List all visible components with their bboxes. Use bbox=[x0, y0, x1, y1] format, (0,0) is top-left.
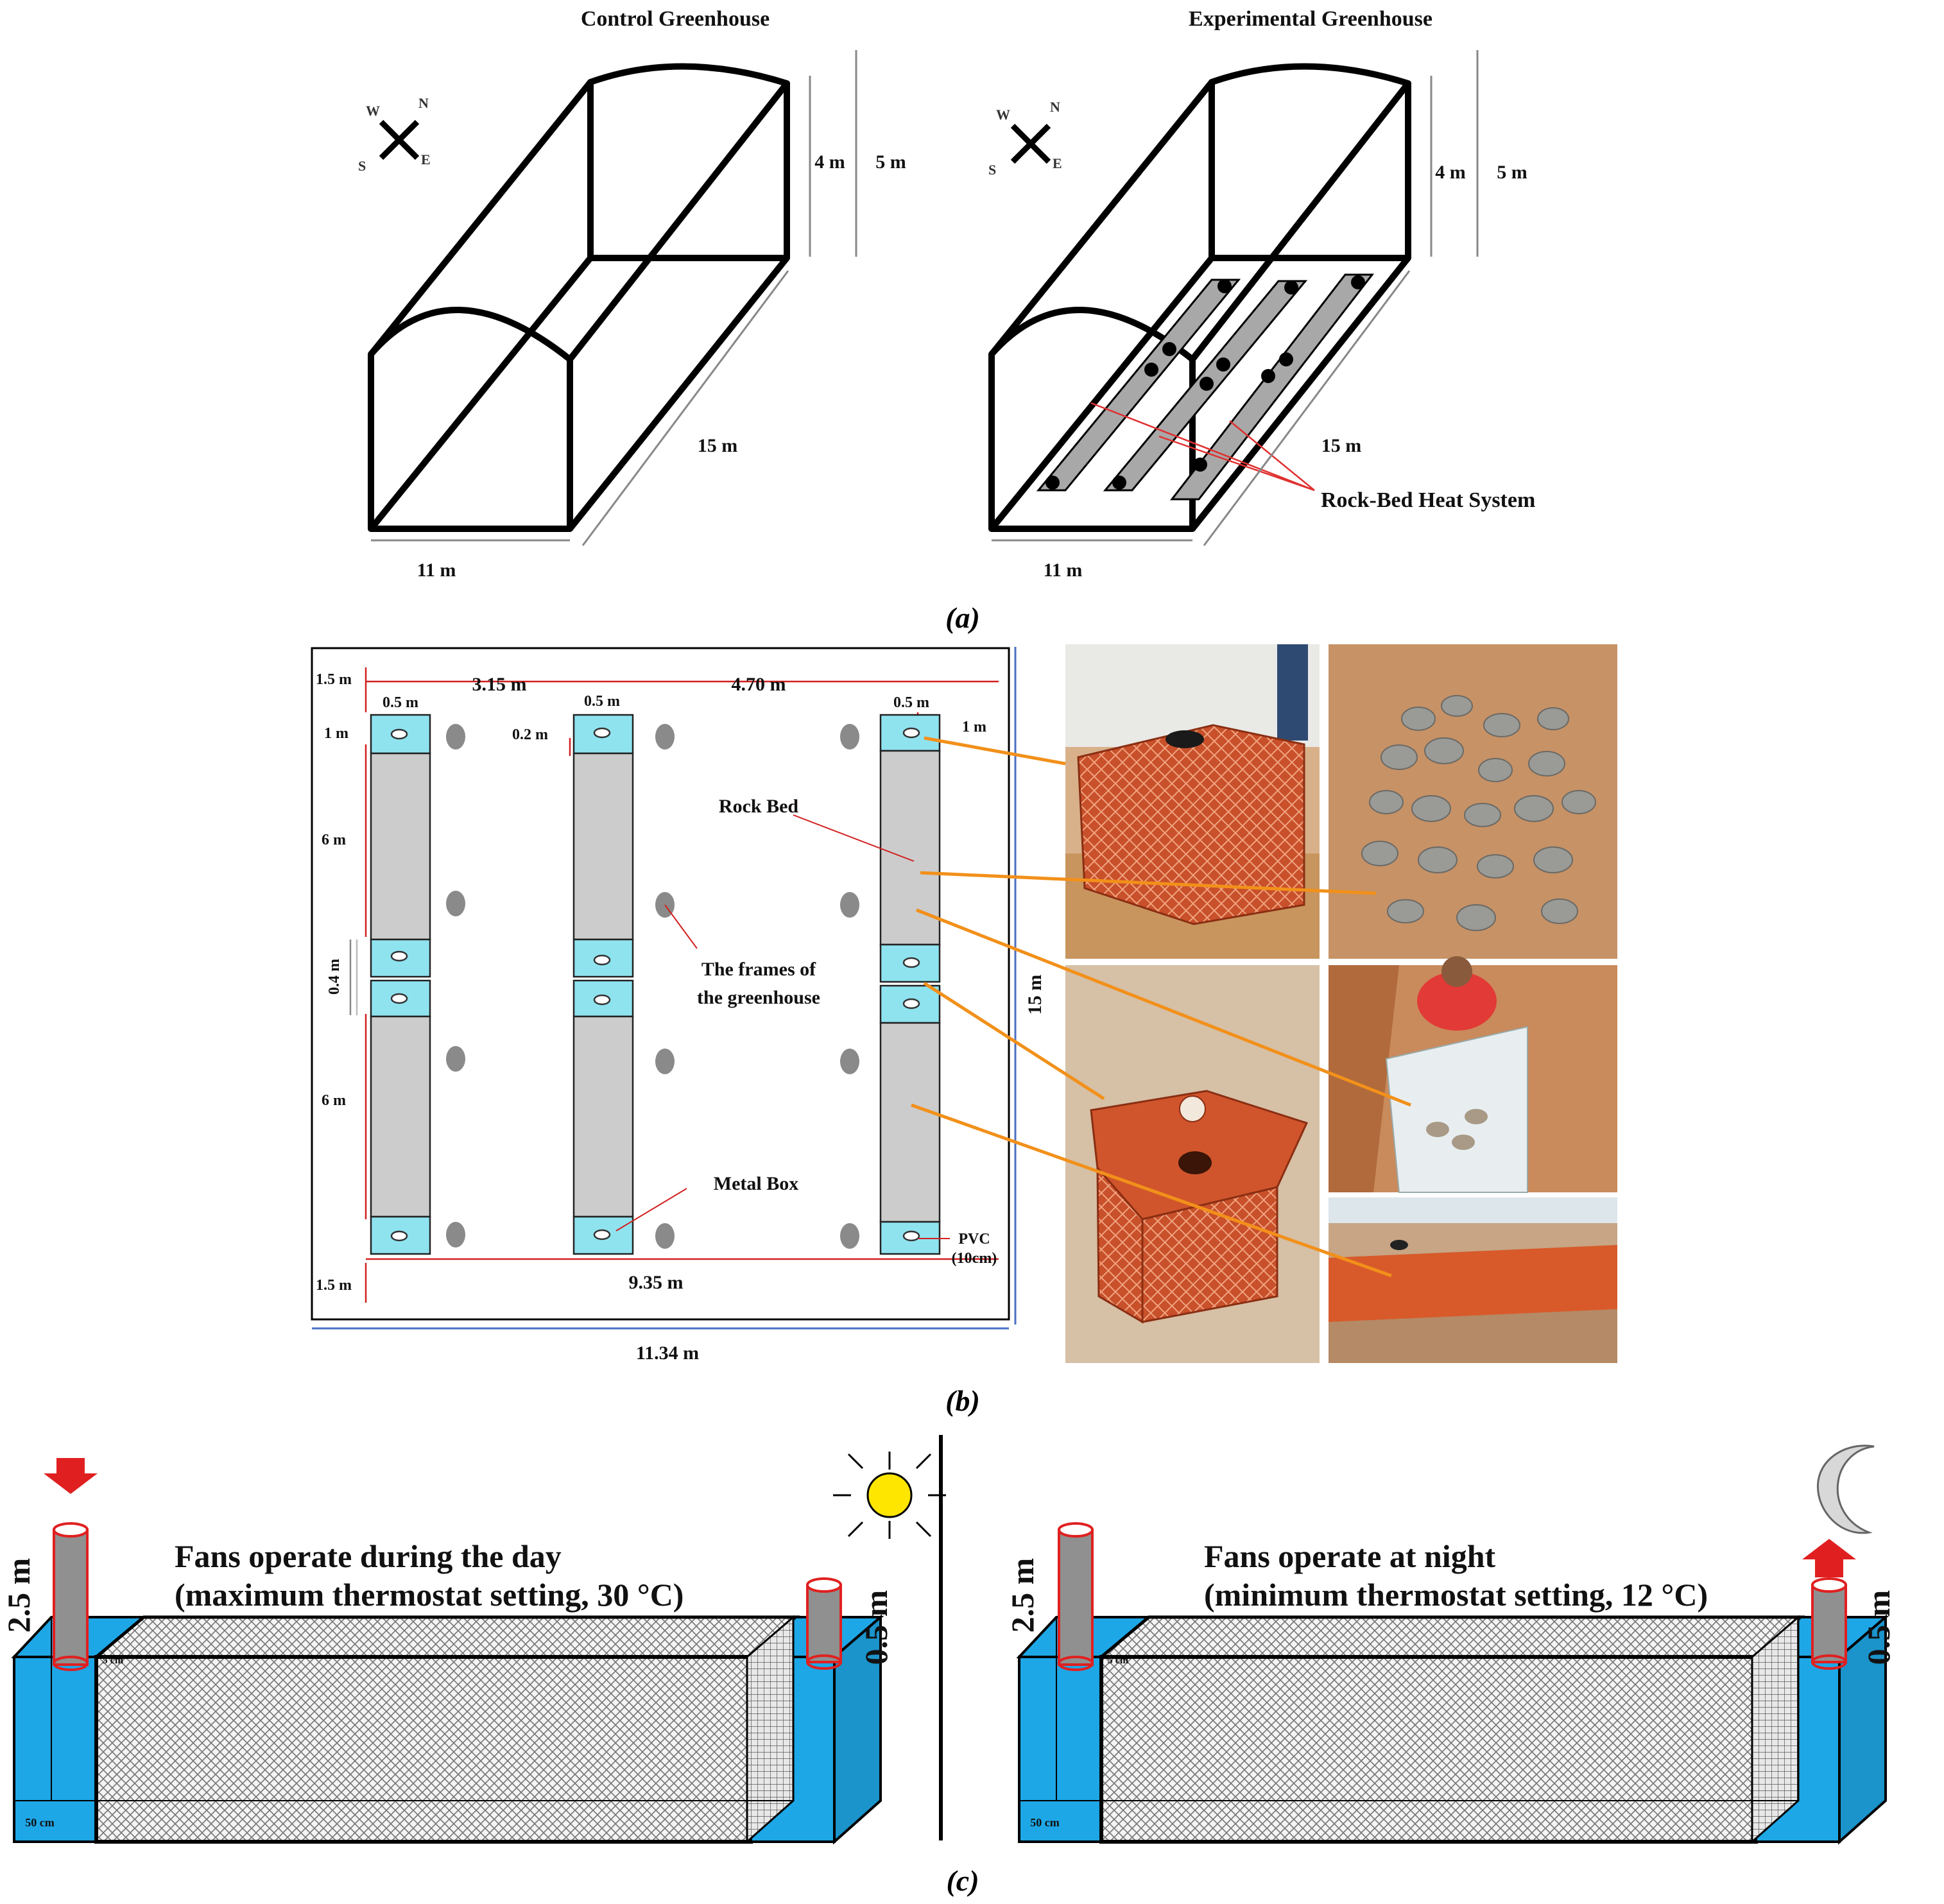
control-floor-left bbox=[368, 255, 593, 531]
photo-pvc-pipe bbox=[1329, 1197, 1617, 1363]
airflow-down-arrow-icon bbox=[44, 1458, 98, 1494]
exp-length: 15 m bbox=[1321, 435, 1362, 456]
compass-e: E bbox=[421, 151, 431, 167]
panel-b: 1.5 m 1.5 m 3.15 m 4.70 m 0.5 m 0.5 m 0.… bbox=[311, 644, 1617, 1417]
dim-bed-width-1: 0.5 m bbox=[383, 694, 418, 711]
caption-c: (c) bbox=[946, 1864, 979, 1897]
dim-gap: 0.4 m bbox=[326, 959, 343, 995]
dim-box-length-left: 1 m bbox=[324, 725, 348, 742]
dim-segment-bottom: 6 m bbox=[322, 1092, 346, 1109]
compass-exp-e: E bbox=[1053, 155, 1062, 171]
moon-icon bbox=[1816, 1445, 1875, 1534]
dim-box-length-right: 1 m bbox=[962, 719, 986, 735]
dim-top-margin: 1.5 m bbox=[316, 671, 352, 688]
dim-spacing-right: 4.70 m bbox=[732, 674, 786, 695]
compass-exp-s: S bbox=[988, 162, 996, 178]
compass-control: W N S E bbox=[358, 95, 431, 174]
photo-rocks bbox=[1329, 644, 1617, 959]
night-gap: 5 cm bbox=[1108, 1655, 1129, 1666]
airflow-up-arrow-icon bbox=[1802, 1539, 1856, 1577]
night-box-width: 50 cm bbox=[1030, 1816, 1059, 1829]
day-line1: Fans operate during the day bbox=[175, 1538, 562, 1574]
rock-bed-strip-1 bbox=[1036, 279, 1241, 492]
compass-exp-w: W bbox=[996, 107, 1010, 123]
exp-width: 11 m bbox=[1044, 560, 1083, 581]
day-short-pipe: 0.5 m bbox=[858, 1590, 894, 1665]
dim-total-length: 15 m bbox=[1024, 975, 1045, 1015]
dim-bed-width-2: 0.5 m bbox=[584, 693, 620, 710]
day-module: Fans operate during the day (maximum the… bbox=[1, 1452, 946, 1845]
dim-spacing-left: 3.15 m bbox=[472, 674, 527, 695]
control-ridge-right bbox=[567, 81, 789, 362]
panel-a: Control Greenhouse 4 m 5 m 15 m 11 m W N… bbox=[358, 7, 1535, 634]
caption-b: (b) bbox=[945, 1384, 980, 1417]
control-title: Control Greenhouse bbox=[581, 7, 770, 31]
photo-metal-box-closed bbox=[1065, 965, 1320, 1363]
compass-n: N bbox=[418, 95, 429, 111]
label-frames-line1: The frames of bbox=[701, 959, 816, 980]
control-dim-line-15m bbox=[581, 270, 789, 546]
caption-a: (a) bbox=[945, 601, 980, 634]
photo-link-lines bbox=[911, 736, 1411, 1278]
rock-bed-column-1 bbox=[370, 714, 431, 1255]
day-tall-pipe: 2.5 m bbox=[1, 1558, 37, 1633]
exp-front-face bbox=[988, 307, 1196, 532]
exp-height-inner: 4 m bbox=[1435, 162, 1466, 183]
dim-total-width: 11.34 m bbox=[636, 1342, 699, 1364]
sun-icon bbox=[833, 1452, 946, 1539]
rock-bed-vents bbox=[1045, 275, 1365, 490]
rock-bed-column-2 bbox=[572, 714, 634, 1255]
plan-label-leaders bbox=[615, 814, 950, 1239]
night-module: Fans operate at night (minimum thermosta… bbox=[1004, 1445, 1897, 1845]
dim-bottom-margin: 1.5 m bbox=[316, 1277, 352, 1294]
control-floor-right bbox=[567, 255, 789, 531]
plan-red-dimensions bbox=[365, 667, 999, 1303]
pvc-holes bbox=[390, 727, 920, 1242]
control-greenhouse bbox=[368, 63, 790, 532]
dim-segment-top: 6 m bbox=[322, 832, 346, 848]
dim-offset: 0.2 m bbox=[512, 726, 548, 743]
dim-bed-width-3: 0.5 m bbox=[893, 694, 929, 711]
rock-bed-strip-3 bbox=[1169, 273, 1375, 501]
photo-metal-box-open bbox=[1065, 644, 1320, 959]
label-rock-bed: Rock Bed bbox=[719, 796, 798, 817]
day-gap: 5 cm bbox=[103, 1655, 124, 1666]
photo-trench-worker bbox=[1329, 956, 1617, 1193]
exp-height-outer: 5 m bbox=[1497, 162, 1527, 183]
control-front-face bbox=[368, 307, 573, 532]
experimental-title: Experimental Greenhouse bbox=[1189, 7, 1432, 31]
control-height-inner: 4 m bbox=[814, 151, 845, 173]
compass-exp-n: N bbox=[1050, 99, 1060, 115]
control-width: 11 m bbox=[417, 560, 456, 581]
label-pvc-line2: (10cm) bbox=[952, 1250, 997, 1267]
day-line2: (maximum thermostat setting, 30 °C) bbox=[175, 1577, 684, 1613]
dim-span: 9.35 m bbox=[629, 1272, 684, 1293]
control-back-arch bbox=[587, 63, 790, 261]
control-length: 15 m bbox=[698, 435, 738, 456]
day-box-width: 50 cm bbox=[25, 1816, 54, 1829]
compass-experimental: W N S E bbox=[988, 99, 1062, 178]
rock-bed-system-label: Rock-Bed Heat System bbox=[1321, 488, 1535, 512]
night-line2: (minimum thermostat setting, 12 °C) bbox=[1204, 1577, 1708, 1613]
label-frames-line2: the greenhouse bbox=[697, 987, 820, 1008]
compass-s: S bbox=[358, 158, 366, 174]
control-ridge-left bbox=[368, 80, 593, 357]
night-short-pipe: 0.5 m bbox=[1861, 1590, 1897, 1665]
compass-w: W bbox=[366, 103, 380, 119]
label-metal-box: Metal Box bbox=[714, 1173, 798, 1194]
control-height-outer: 5 m bbox=[875, 151, 906, 173]
exp-back-arch bbox=[1209, 63, 1411, 261]
experimental-greenhouse bbox=[988, 63, 1411, 532]
night-line1: Fans operate at night bbox=[1204, 1538, 1496, 1574]
panel-c: Fans operate during the day (maximum the… bbox=[1, 1435, 1897, 1897]
night-tall-pipe: 2.5 m bbox=[1004, 1558, 1040, 1633]
label-pvc-line1: PVC bbox=[958, 1231, 990, 1248]
